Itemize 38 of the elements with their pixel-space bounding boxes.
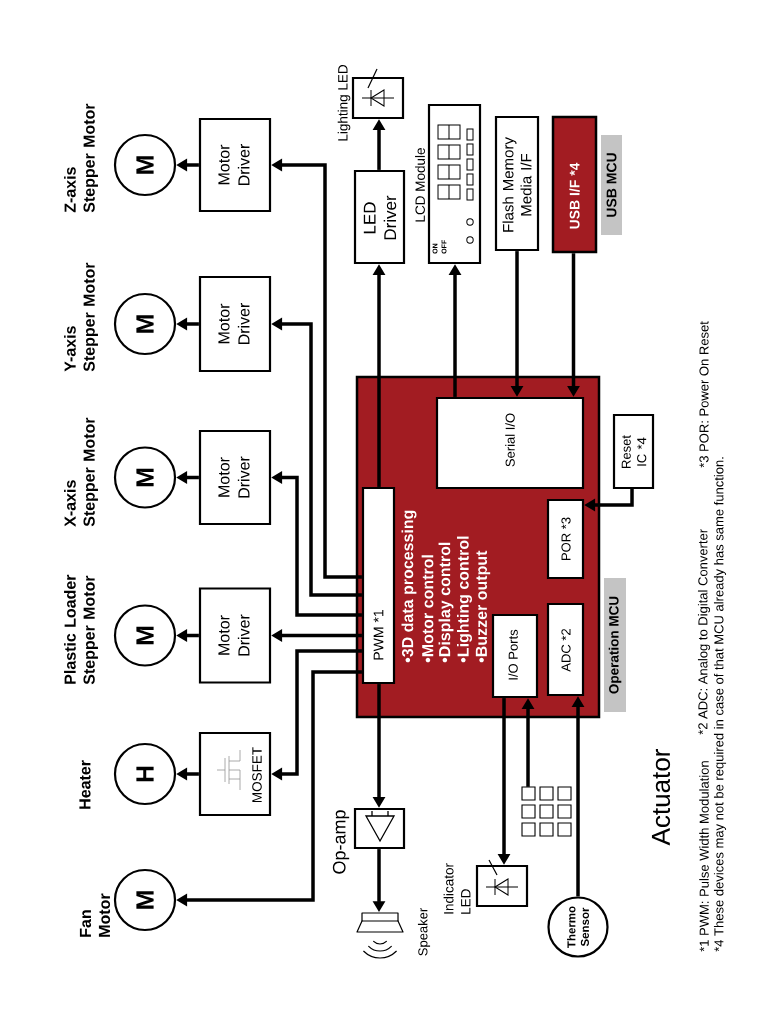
mosfet-box: MOSFET	[198, 731, 272, 817]
bullet-item: •Lighting control	[457, 536, 472, 663]
driver-box: Motor Driver	[198, 429, 272, 526]
usb-interface-box: USB I/F *4	[551, 115, 598, 254]
bullet-item: •3D data processing	[401, 510, 417, 663]
footnote: *1 PWM: Pulse Width Modulation	[699, 761, 709, 952]
footnote: *4 These devices may not be required in case of that MCU already has same function.	[713, 457, 727, 952]
motor-label: Plastic Loader Stepper Motor	[64, 574, 98, 685]
actuator-label: Actuator	[651, 749, 671, 846]
flash-interface-box: Flash Memory Media I/F	[494, 115, 540, 252]
bullet-item: •Motor control	[421, 555, 434, 663]
driver-box: Motor Driver	[198, 587, 272, 684]
speaker-label: Speaker	[417, 908, 431, 956]
keypad-drawing	[521, 786, 572, 837]
led-label: Lighting LED	[337, 65, 351, 141]
heater-label: Heater	[79, 760, 91, 809]
por-box: POR *3	[546, 498, 585, 580]
adc-box: ADC *2	[546, 602, 585, 697]
motor-label: Z-axis Stepper Motor	[64, 103, 98, 213]
pwm-box: PWM *1	[361, 486, 396, 685]
footnote: *2 ADC: Analog to Digital Converter	[697, 529, 711, 735]
motor-label: X-axis Stepper Motor	[64, 417, 98, 527]
motor-label: Y-axis Stepper Motor	[64, 262, 98, 372]
serial-io-box: Serial I/O	[435, 396, 585, 490]
io-ports-box: I/O Ports	[491, 613, 539, 699]
led-label: Indicator LED	[443, 863, 471, 914]
module-label: LCD Module	[415, 148, 425, 222]
bullet-item: •Buzzer output	[475, 550, 491, 663]
op-amp-label: Op-amp	[332, 810, 350, 874]
reset-ic-box: Reset IC *4	[612, 413, 655, 490]
motor-label: Fan Motor	[79, 893, 111, 937]
driver-box: Motor Driver	[198, 117, 272, 213]
footnote: *3 POR: Power On Reset	[699, 321, 709, 468]
bullet-item: •Display control	[438, 542, 454, 663]
mcu-tag: USB MCU	[601, 135, 622, 235]
led-driver-box: LED Driver	[353, 169, 406, 265]
mcu-tag: Operation MCU	[604, 578, 626, 712]
driver-box: Motor Driver	[198, 275, 272, 373]
